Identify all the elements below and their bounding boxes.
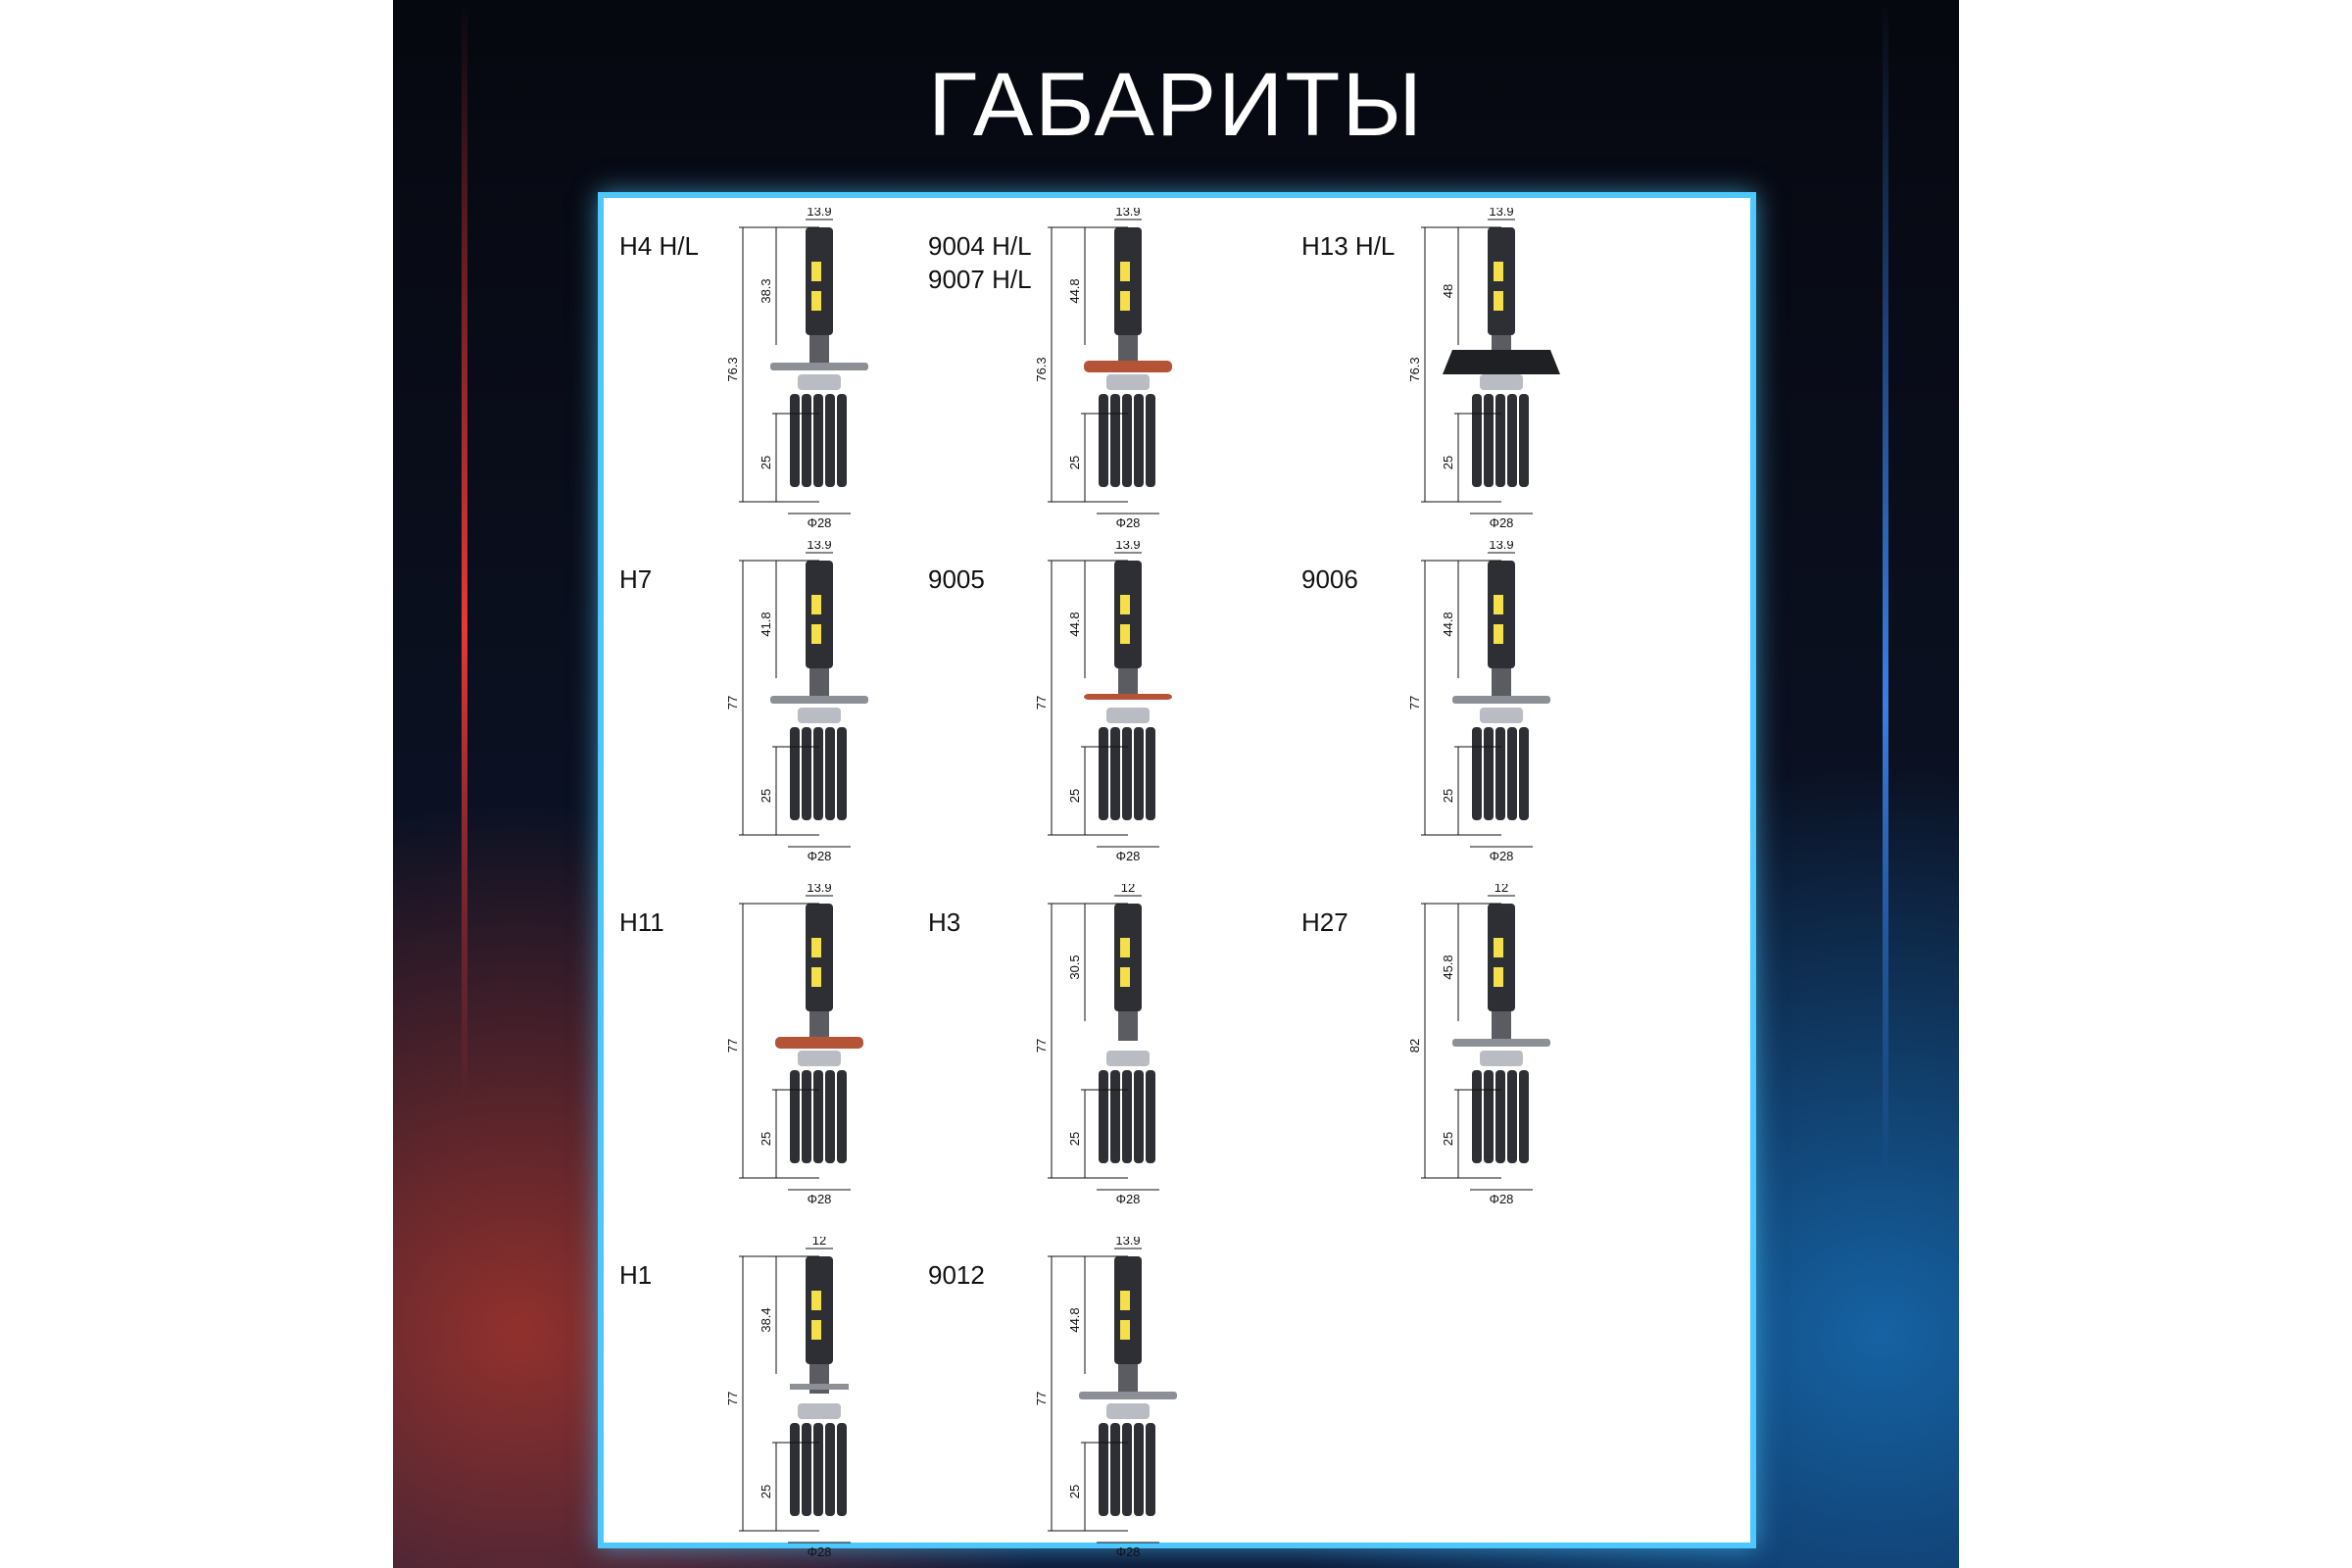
diameter-dimension: Φ28 [808,849,832,863]
total-length-dimension: 76.3 [1034,357,1049,381]
top-width-dimension: 13.9 [807,884,831,895]
diameter-dimension: Φ28 [1490,515,1514,530]
base-length-dimension: 25 [759,789,773,803]
base-length-dimension: 25 [1067,789,1082,803]
total-length-dimension: 76.3 [1407,357,1422,381]
bulb-type-label: H1 [619,1260,653,1290]
total-length-dimension: 77 [1034,1039,1049,1053]
base-length-dimension: 25 [759,1485,773,1498]
top-width-dimension: 13.9 [807,208,831,219]
bulb-type-label: H13 H/L [1301,231,1396,261]
diameter-dimension: Φ28 [808,515,832,530]
diameter-dimension: Φ28 [1490,1192,1514,1206]
left-light-streak [462,0,467,1568]
diameter-dimension: Φ28 [1490,849,1514,863]
top-width-dimension: 13.9 [807,541,831,552]
upper-length-dimension: 45.8 [1441,955,1455,979]
diameter-dimension: Φ28 [1116,1192,1141,1206]
top-width-dimension: 12 [1494,884,1508,895]
base-length-dimension: 25 [759,1132,773,1146]
bulb-type-label: H27 [1301,907,1348,937]
right-light-streak [1883,0,1888,1568]
base-length-dimension: 25 [1441,456,1455,469]
top-width-dimension: 12 [1121,884,1135,895]
top-width-dimension: 12 [812,1237,826,1248]
bulb-type-label: 9004 H/L 9007 H/L [928,231,1032,294]
top-width-dimension: 13.9 [1489,208,1513,219]
total-length-dimension: 77 [1034,1392,1049,1405]
diameter-dimension: Φ28 [1116,1544,1141,1559]
upper-length-dimension: 48 [1441,284,1455,298]
page-title: ГАБАРИТЫ [928,55,1424,155]
diameter-dimension: Φ28 [808,1544,832,1559]
total-length-dimension: 77 [725,696,740,710]
total-length-dimension: 82 [1407,1039,1422,1053]
diameter-dimension: Φ28 [1116,515,1141,530]
diameter-dimension: Φ28 [1116,849,1141,863]
upper-length-dimension: 44.8 [1441,612,1455,636]
base-length-dimension: 25 [1441,789,1455,803]
base-length-dimension: 25 [1441,1132,1455,1146]
base-length-dimension: 25 [1067,1132,1082,1146]
upper-length-dimension: 44.8 [1067,278,1082,303]
total-length-dimension: 77 [725,1392,740,1405]
diameter-dimension: Φ28 [808,1192,832,1206]
top-width-dimension: 13.9 [1115,208,1140,219]
bulb-type-label: H4 H/L [619,231,699,261]
upper-length-dimension: 38.4 [759,1307,773,1332]
upper-length-dimension: 38.3 [759,278,773,303]
upper-length-dimension: 30.5 [1067,955,1082,979]
top-width-dimension: 13.9 [1115,1237,1140,1248]
bulb-type-label: 9006 [1301,564,1358,594]
upper-length-dimension: 41.8 [759,612,773,636]
total-length-dimension: 76.3 [725,357,740,381]
upper-length-dimension: 44.8 [1067,612,1082,636]
total-length-dimension: 77 [725,1039,740,1053]
top-width-dimension: 13.9 [1489,541,1513,552]
base-length-dimension: 25 [1067,1485,1082,1498]
bulb-type-label: 9005 [928,564,985,594]
top-width-dimension: 13.9 [1115,541,1140,552]
bulb-type-label: H3 [928,907,961,937]
total-length-dimension: 77 [1034,696,1049,710]
base-length-dimension: 25 [1067,456,1082,469]
bulb-type-label: H7 [619,564,653,594]
bulb-type-label: 9012 [928,1260,985,1290]
upper-length-dimension: 44.8 [1067,1307,1082,1332]
base-length-dimension: 25 [759,456,773,469]
total-length-dimension: 77 [1407,696,1422,710]
bulb-type-label: H11 [619,907,664,937]
